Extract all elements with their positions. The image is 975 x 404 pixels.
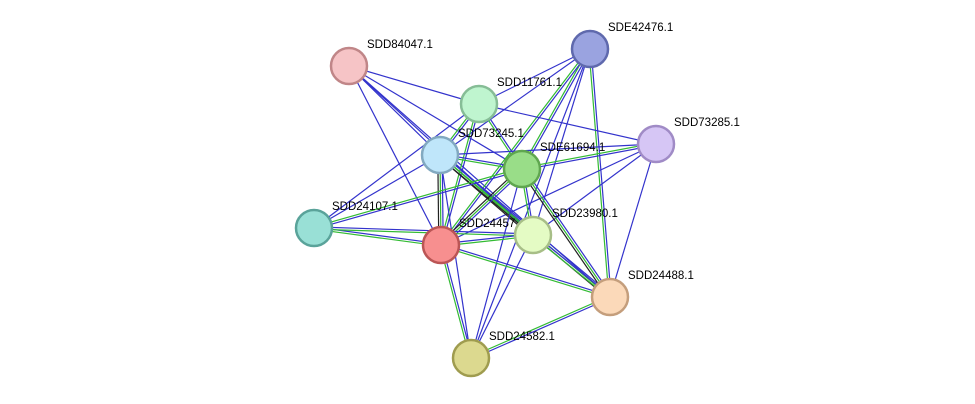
edge-line-green bbox=[521, 168, 611, 298]
edge-line-black bbox=[519, 169, 609, 299]
node-label: SDD73285.1 bbox=[674, 117, 740, 129]
edge-SDD73245.1-SDD24107.1 bbox=[313, 154, 441, 229]
node-circle[interactable] bbox=[294, 208, 334, 248]
edges-layer bbox=[313, 47, 657, 360]
edge-SDE42476.1-SDD73245.1 bbox=[439, 48, 591, 156]
node-SDE42476.1[interactable]: SDE42476.1 bbox=[570, 22, 673, 69]
edge-line-green bbox=[470, 295, 610, 358]
node-label: SDE61694.1 bbox=[540, 142, 605, 154]
edge-line-green bbox=[439, 47, 590, 245]
edge-line-green bbox=[440, 245, 610, 299]
edge-SDD11761.1-SDD24107.1 bbox=[313, 103, 480, 229]
node-SDD84047.1[interactable]: SDD84047.1 bbox=[329, 39, 433, 86]
node-SDD24582.1[interactable]: SDD24582.1 bbox=[451, 331, 555, 378]
edge-line-blue bbox=[609, 143, 657, 298]
edge-SDE42476.1-SDD24457 bbox=[439, 47, 592, 247]
node-circle[interactable] bbox=[513, 215, 553, 255]
edge-line-blue bbox=[314, 169, 523, 230]
node-circle[interactable] bbox=[590, 277, 630, 317]
edge-line-green bbox=[588, 49, 610, 298]
edge-SDD24457-SDD24582.1 bbox=[439, 244, 473, 359]
edge-SDD24457-SDD24488.1 bbox=[440, 243, 611, 299]
edge-line-blue bbox=[313, 103, 480, 229]
node-circle[interactable] bbox=[451, 338, 491, 378]
edge-SDD73285.1-SDD24488.1 bbox=[609, 143, 657, 298]
edge-line-green bbox=[313, 167, 522, 228]
edge-SDE42476.1-SDD24488.1 bbox=[588, 48, 612, 298]
edge-SDE42476.1-SDE61694.1 bbox=[520, 48, 592, 170]
edge-line-green bbox=[313, 228, 441, 247]
edge-SDD24488.1-SDD24582.1 bbox=[470, 295, 611, 360]
node-SDD11761.1[interactable]: SDD11761.1 bbox=[459, 77, 562, 124]
edge-line-green bbox=[521, 142, 656, 169]
edge-SDD84047.1-SDD11761.1 bbox=[348, 65, 480, 105]
edge-SDE42476.1-SDD11761.1 bbox=[478, 48, 591, 105]
edge-SDD11761.1-SDD73285.1 bbox=[478, 103, 657, 145]
edge-SDD73285.1-SDD24457 bbox=[440, 143, 657, 246]
edge-SDD24107.1-SDD23980.1 bbox=[313, 226, 534, 237]
edge-line-blue bbox=[348, 65, 441, 156]
edge-line-green bbox=[439, 245, 471, 359]
edge-line-blue bbox=[590, 48, 612, 297]
edge-line-blue bbox=[441, 243, 611, 297]
edge-SDE61694.1-SDD24488.1 bbox=[519, 167, 613, 299]
edge-line-blue bbox=[478, 103, 657, 145]
edge-line-blue bbox=[532, 143, 657, 236]
node-SDD23980.1[interactable]: SDD23980.1 bbox=[513, 208, 618, 255]
node-SDD24107.1[interactable]: SDD24107.1 bbox=[294, 201, 398, 248]
node-SDE61694.1[interactable]: SDE61694.1 bbox=[502, 142, 605, 189]
nodes-layer: SDD84047.1 SDE42476.1SDD11761.1SDD73285.1… bbox=[294, 22, 740, 378]
node-SDD24488.1[interactable]: SDD24488.1 bbox=[590, 270, 694, 317]
edge-line-blue bbox=[439, 48, 591, 156]
edge-SDD84047.1-SDD73245.1 bbox=[348, 65, 441, 156]
node-label: SDD11761.1 bbox=[497, 77, 562, 89]
edge-SDE42476.1-SDD23980.1 bbox=[532, 48, 591, 236]
node-SDD73285.1[interactable]: SDD73285.1 bbox=[636, 117, 740, 164]
edge-SDD23980.1-SDD24582.1 bbox=[470, 234, 534, 359]
edge-line-blue bbox=[314, 226, 534, 235]
node-circle[interactable] bbox=[636, 124, 676, 164]
node-circle[interactable] bbox=[329, 46, 369, 86]
edge-line-blue bbox=[441, 244, 473, 358]
edge-line-blue bbox=[348, 65, 480, 105]
edge-line-blue bbox=[532, 48, 591, 236]
node-circle[interactable] bbox=[502, 149, 542, 189]
node-label: SDD84047.1 bbox=[367, 39, 433, 51]
edge-line-blue bbox=[478, 48, 591, 105]
node-label: SDD23980.1 bbox=[552, 208, 618, 220]
node-label: SDD24582.1 bbox=[489, 331, 555, 343]
edge-line-green bbox=[520, 48, 590, 169]
edge-line-green bbox=[313, 228, 533, 237]
node-circle[interactable] bbox=[459, 84, 499, 124]
node-circle[interactable] bbox=[420, 135, 460, 175]
node-label: SDD24457 bbox=[459, 218, 515, 230]
edge-SDD84047.1-SDD24457 bbox=[348, 65, 442, 246]
node-label: SDD73245.1 bbox=[458, 128, 524, 140]
edge-line-blue bbox=[470, 234, 534, 359]
node-SDD24457[interactable]: SDD24457 bbox=[421, 218, 515, 265]
edge-line-blue bbox=[522, 49, 592, 170]
edge-SDD73285.1-SDE61694.1 bbox=[521, 142, 657, 171]
edge-SDD73285.1-SDD23980.1 bbox=[532, 143, 657, 236]
node-SDD73245.1[interactable]: SDD73245.1 bbox=[420, 128, 524, 175]
edge-line-blue bbox=[439, 143, 657, 156]
edge-SDD73285.1-SDD73245.1 bbox=[439, 143, 657, 156]
node-label: SDE42476.1 bbox=[608, 22, 673, 34]
node-circle[interactable] bbox=[570, 29, 610, 69]
edge-line-blue bbox=[522, 144, 657, 171]
edge-line-blue bbox=[348, 65, 442, 246]
node-label: SDD24488.1 bbox=[628, 270, 694, 282]
edge-line-blue bbox=[440, 143, 657, 246]
edge-SDE61694.1-SDD24107.1 bbox=[313, 167, 523, 230]
node-label: SDD24107.1 bbox=[332, 201, 398, 213]
edge-line-blue bbox=[313, 154, 441, 229]
edge-line-blue bbox=[471, 297, 611, 360]
edge-line-blue bbox=[441, 49, 592, 247]
node-circle[interactable] bbox=[421, 225, 461, 265]
edge-line-blue bbox=[523, 167, 613, 297]
